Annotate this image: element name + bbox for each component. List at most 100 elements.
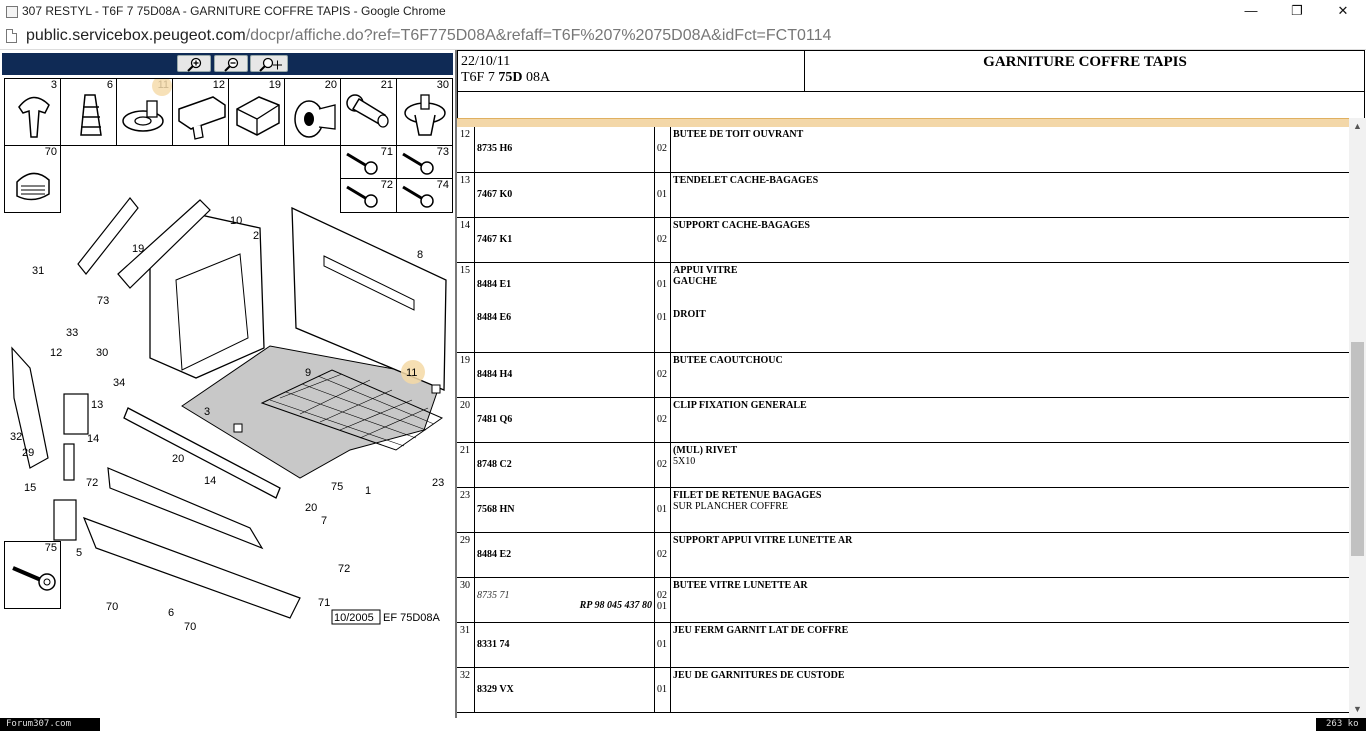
table-row[interactable]: 32 8329 VX 01 JEU DE GARNITURES DE CUSTO…	[457, 668, 1349, 713]
part-thumb[interactable]: 74	[396, 178, 453, 213]
part-ref: 8329 VX	[477, 684, 514, 695]
table-row[interactable]: 30 8735 71 RP 98 045 437 80 02 01 BUTEE …	[457, 578, 1349, 623]
callout-label: 14	[87, 433, 99, 445]
zoom-in-button[interactable]	[177, 55, 211, 72]
header-spacer	[457, 91, 1365, 119]
table-row[interactable]: 13 7467 K0 01 TENDELET CACHE-BAGAGES	[457, 173, 1349, 218]
part-thumb[interactable]: 19	[228, 78, 285, 146]
callout-label: 73	[97, 295, 109, 307]
callout-label: 19	[132, 243, 144, 255]
scrollbar-thumb[interactable]	[1351, 342, 1364, 556]
part-thumb[interactable]: 75	[4, 541, 61, 609]
screw-icon	[402, 185, 434, 208]
part-thumb[interactable]: 12	[172, 78, 229, 146]
callout-label: 72	[86, 477, 98, 489]
zoom-move-icon	[259, 57, 282, 72]
parts-list-panel: 22/10/11 T6F 7 75D 08A GARNITURE COFFRE …	[457, 50, 1366, 718]
part-ref: 8331 74	[477, 639, 510, 650]
vertical-scrollbar[interactable]: ▲ ▼	[1349, 118, 1366, 718]
part-desc: TENDELET CACHE-BAGAGES	[673, 175, 819, 186]
callout-label: 14	[204, 475, 216, 487]
part-desc: SUPPORT CACHE-BAGAGES	[673, 220, 810, 231]
clip-part-icon	[18, 96, 50, 138]
panel-divider[interactable]	[455, 50, 457, 718]
part-ref: 8735 71	[477, 590, 510, 601]
callout-label: 75	[331, 481, 343, 493]
table-row[interactable]: 23 7568 HN 01 FILET DE RETENUE BAGAGES S…	[457, 488, 1349, 533]
table-row[interactable]: 12 8735 H6 02 BUTEE DE TOIT OUVRANT	[457, 127, 1349, 173]
screw-icon	[402, 152, 434, 175]
callout-label: 71	[318, 597, 330, 609]
bumper-stop-icon	[178, 96, 226, 140]
part-ref: 7568 HN	[477, 504, 515, 515]
callout-label: 9	[305, 367, 311, 379]
close-button[interactable]: ✕	[1337, 3, 1349, 18]
scroll-down-icon[interactable]: ▼	[1353, 704, 1362, 714]
diagram-code: EF 75D08A	[383, 612, 441, 624]
status-strip	[0, 718, 1366, 731]
minimize-button[interactable]: —	[1244, 3, 1258, 18]
callout-label: 6	[168, 607, 174, 619]
glass-stop-icon	[404, 94, 446, 136]
part-thumb[interactable]: 11	[116, 78, 173, 146]
table-row[interactable]: 15 8484 E1 8484 E6 01 01 APPUI VITRE GAU…	[457, 263, 1349, 353]
zoom-out-icon	[224, 57, 239, 72]
url-text[interactable]: public.servicebox.peugeot.com/docpr/affi…	[26, 27, 832, 44]
callout-label: 20	[305, 502, 317, 514]
bolt-icon	[12, 566, 56, 591]
callout-label: 3	[204, 406, 210, 418]
part-thumb[interactable]: 6	[60, 78, 117, 146]
part-ref: 8484 E1	[477, 279, 512, 290]
callout-label: 30	[96, 347, 108, 359]
part-ref: 8484 E6	[477, 312, 512, 323]
maximize-button[interactable]: ❐	[1291, 3, 1303, 18]
screw-icon	[346, 185, 378, 208]
callout-label: 8	[417, 249, 423, 261]
callout-label: 34	[113, 377, 125, 389]
callout-label: 29	[22, 447, 34, 459]
scroll-up-icon[interactable]: ▲	[1353, 121, 1362, 131]
part-desc: BUTEE VITRE LUNETTE AR	[673, 580, 808, 591]
part-ref: 8484 E2	[477, 549, 512, 560]
push-clip-icon	[294, 100, 336, 138]
rivet-icon	[346, 94, 389, 128]
part-thumb[interactable]: 73	[396, 145, 453, 179]
table-row[interactable]: 21 8748 C2 02 (MUL) RIVET 5X10	[457, 443, 1349, 488]
table-row[interactable]: 31 8331 74 01 JEU FERM GARNIT LAT DE COF…	[457, 623, 1349, 668]
callout-label: 70	[106, 601, 118, 613]
rubber-stop-icon	[236, 96, 280, 136]
callout-label: 70	[184, 621, 196, 633]
part-desc: GAUCHE	[673, 276, 717, 287]
part-desc: (MUL) RIVET	[673, 445, 738, 456]
part-thumb[interactable]: 21	[340, 78, 397, 146]
fir-tree-clip-icon	[80, 94, 102, 136]
callout-label: 10	[230, 215, 242, 227]
callout-label: 23	[432, 477, 444, 489]
part-thumb[interactable]: 72	[340, 178, 397, 213]
zoom-out-button[interactable]	[214, 55, 248, 72]
table-row[interactable]: 20 7481 Q6 02 CLIP FIXATION GENERALE	[457, 398, 1349, 443]
table-row[interactable]: 14 7467 K1 02 SUPPORT CACHE-BAGAGES	[457, 218, 1349, 263]
header-date: 22/10/11	[461, 54, 511, 69]
zoom-toolbar	[2, 53, 453, 75]
watermark-right: 263 ko	[1316, 718, 1366, 731]
callout-label: 32	[10, 431, 22, 443]
table-row[interactable]: 29 8484 E2 02 SUPPORT APPUI VITRE LUNETT…	[457, 533, 1349, 578]
part-thumb[interactable]: 71	[340, 145, 397, 179]
callout-label: 7	[321, 515, 327, 527]
address-bar[interactable]: public.servicebox.peugeot.com/docpr/affi…	[0, 24, 1366, 50]
part-ref: 7467 K0	[477, 189, 513, 200]
callout-label: 12	[50, 347, 62, 359]
part-thumb[interactable]: 70	[4, 145, 61, 213]
part-ref: 8735 H6	[477, 143, 513, 154]
exploded-view: 10 2 19 31 73 8 33 12 30 34 13 9 11 3 32…	[10, 197, 447, 633]
callout-label: 11	[406, 367, 417, 379]
zoom-fit-button[interactable]	[250, 55, 288, 72]
part-desc-sub: SUR PLANCHER COFFRE	[673, 501, 789, 512]
header-ref: T6F 7 75D 08A	[461, 70, 551, 85]
diagram-stamp: 10/2005	[334, 612, 374, 624]
callout-label: 5	[76, 547, 82, 559]
part-thumb[interactable]: 20	[284, 78, 341, 146]
table-row[interactable]: 19 8484 H4 02 BUTEE CAOUTCHOUC	[457, 353, 1349, 398]
part-thumb[interactable]: 30	[396, 78, 453, 146]
